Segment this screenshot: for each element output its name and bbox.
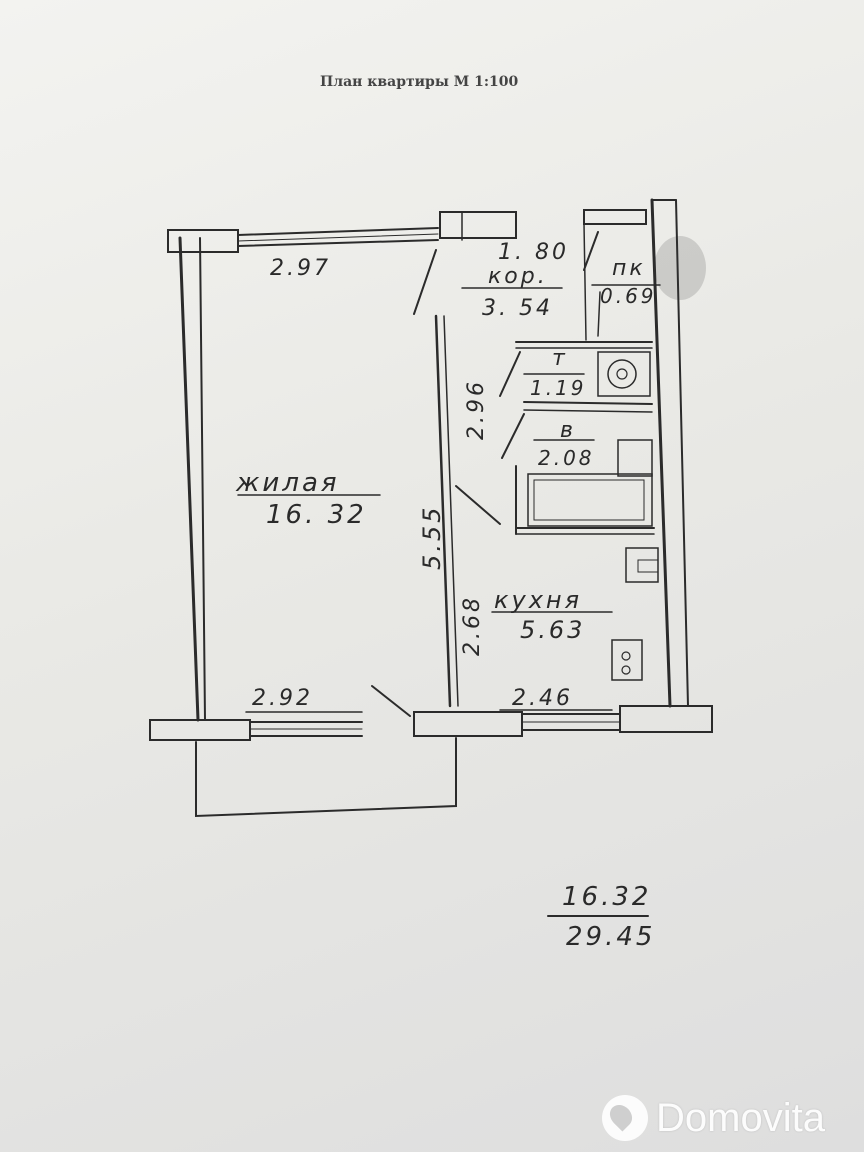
bath-sink <box>617 439 653 477</box>
storage-name-label: пк <box>612 256 646 281</box>
toilet-fixture <box>597 351 651 397</box>
watermark: Domovita <box>602 1092 825 1144</box>
toilet-name-label: т <box>552 346 568 371</box>
bath-area-label: 2.08 <box>538 446 595 470</box>
corridor-top-wall <box>439 211 517 239</box>
corridor-width-label: 1. 80 <box>498 240 569 265</box>
living-top-dimension: 2.97 <box>270 256 331 281</box>
kitchen-name-label: кухня <box>494 586 583 614</box>
toilet-bath-wall <box>523 401 653 405</box>
plan-title: План квартиры М 1:100 <box>320 74 519 90</box>
balcony-outline <box>195 737 457 818</box>
kitchen-height-dimension: 2.68 <box>460 595 485 656</box>
toilet-area-label: 1.19 <box>530 376 587 400</box>
living-height-dimension: 5.55 <box>418 504 446 570</box>
total-area: 29.45 <box>566 922 656 952</box>
kitchen-bottom-dimension: 2.46 <box>512 686 573 711</box>
living-bottom-wall-left <box>149 719 251 741</box>
living-bottom-dimension: 2.92 <box>252 686 313 711</box>
living-kitchen-partition <box>434 314 452 708</box>
storage-area-label: 0.69 <box>600 284 657 308</box>
kitchen-stove <box>611 639 643 681</box>
living-name-label: жилая <box>236 468 340 498</box>
location-pin-icon <box>602 1095 648 1141</box>
living-area-label: 16. 32 <box>266 500 367 530</box>
kitchen-area-label: 5.63 <box>520 616 586 644</box>
total-living-area: 16.32 <box>562 882 652 912</box>
living-top-window <box>237 227 439 236</box>
kitchen-bottom-wall <box>413 711 523 737</box>
storage-top-wall <box>583 209 647 225</box>
living-top-wall-left <box>167 229 239 253</box>
bath-name-label: в <box>560 418 576 443</box>
bathtub <box>527 473 653 527</box>
corridor-name-label: кор. <box>488 264 548 289</box>
corridor-area-label: 3. 54 <box>482 296 553 321</box>
corridor-height-dimension: 2.96 <box>464 379 489 440</box>
living-left-wall <box>178 236 200 722</box>
watermark-text: Domovita <box>656 1095 825 1140</box>
kitchen-sink <box>625 547 659 583</box>
door-swing <box>413 249 437 315</box>
